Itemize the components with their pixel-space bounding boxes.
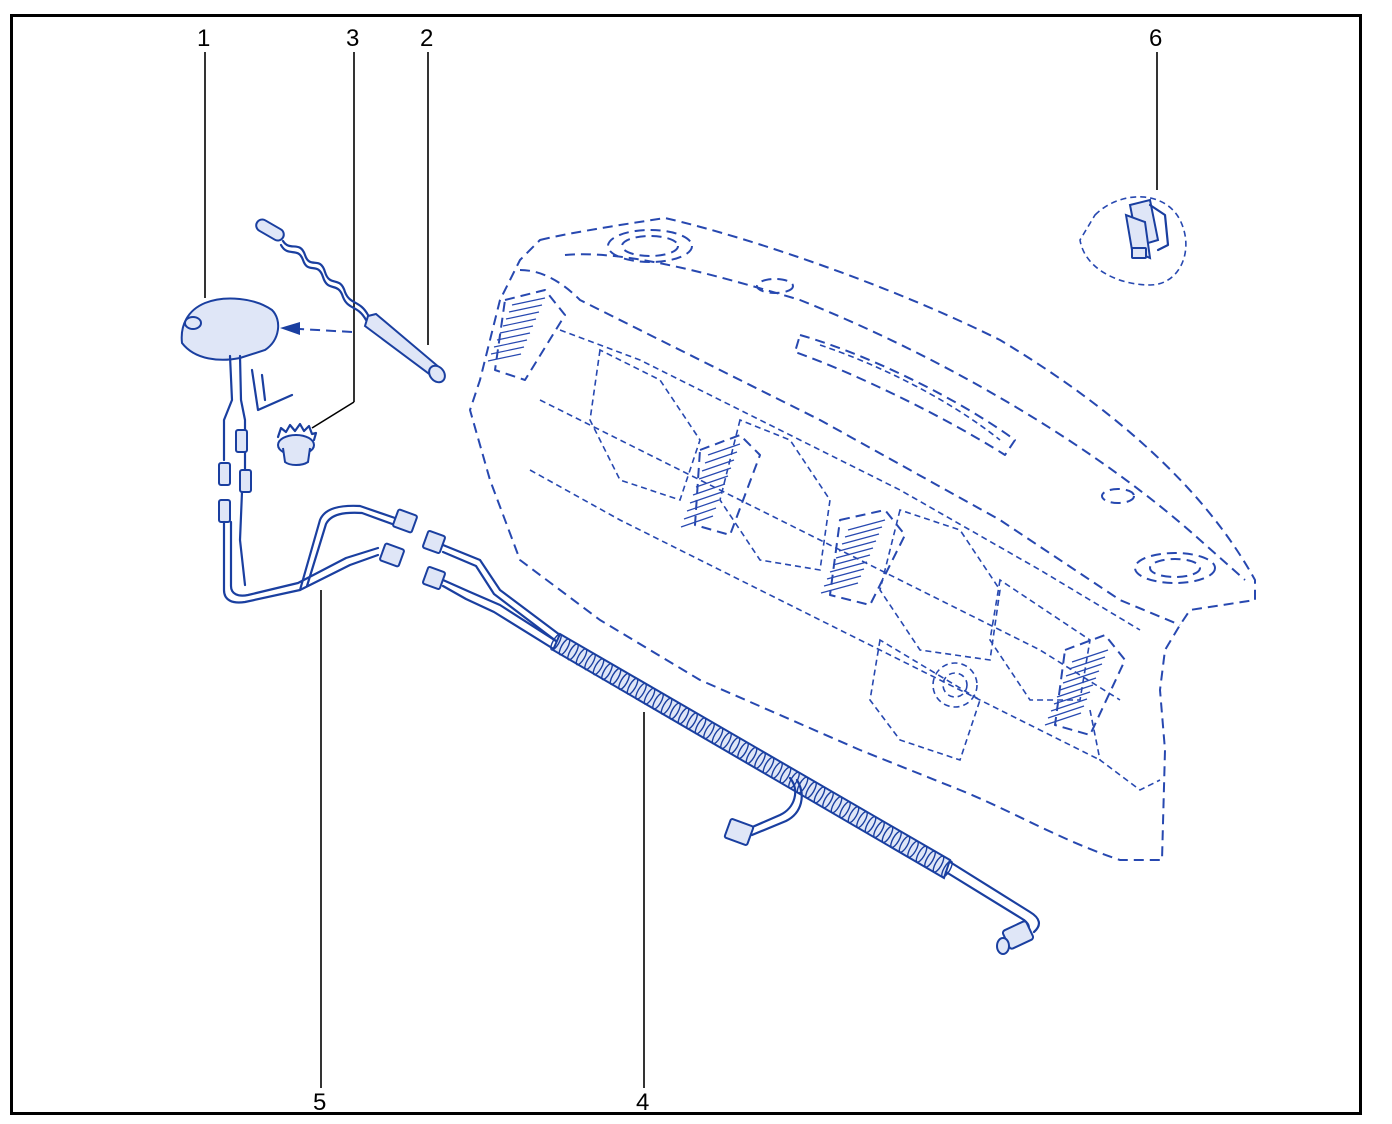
callout-label-1: 1 <box>197 25 210 52</box>
vent-right <box>1044 634 1126 736</box>
mounting-nut <box>276 422 318 466</box>
callout-4: 4 <box>636 712 649 1116</box>
callout-2: 2 <box>420 25 433 345</box>
callout-5: 5 <box>313 590 326 1116</box>
callout-label-5: 5 <box>313 1089 326 1116</box>
vent-left <box>487 289 566 381</box>
antenna-mast <box>255 218 446 384</box>
callout-label-4: 4 <box>636 1089 649 1116</box>
callout-1: 1 <box>197 25 210 298</box>
callout-label-2: 2 <box>420 25 433 52</box>
antenna-cable <box>218 429 418 604</box>
vent-center-left <box>680 434 761 536</box>
callout-label-3: 3 <box>346 25 359 52</box>
instrument-panel-outline <box>469 217 1256 861</box>
diagram-frame <box>10 14 1362 1115</box>
switch-module <box>1079 196 1187 286</box>
callout-3: 3 <box>311 25 359 429</box>
callout-6: 6 <box>1149 25 1162 190</box>
callout-label-6: 6 <box>1149 25 1162 52</box>
vent-center-right <box>820 509 906 606</box>
wiring-harness <box>422 530 1040 955</box>
assembly-arrow <box>280 322 353 335</box>
antenna-base <box>180 297 294 472</box>
